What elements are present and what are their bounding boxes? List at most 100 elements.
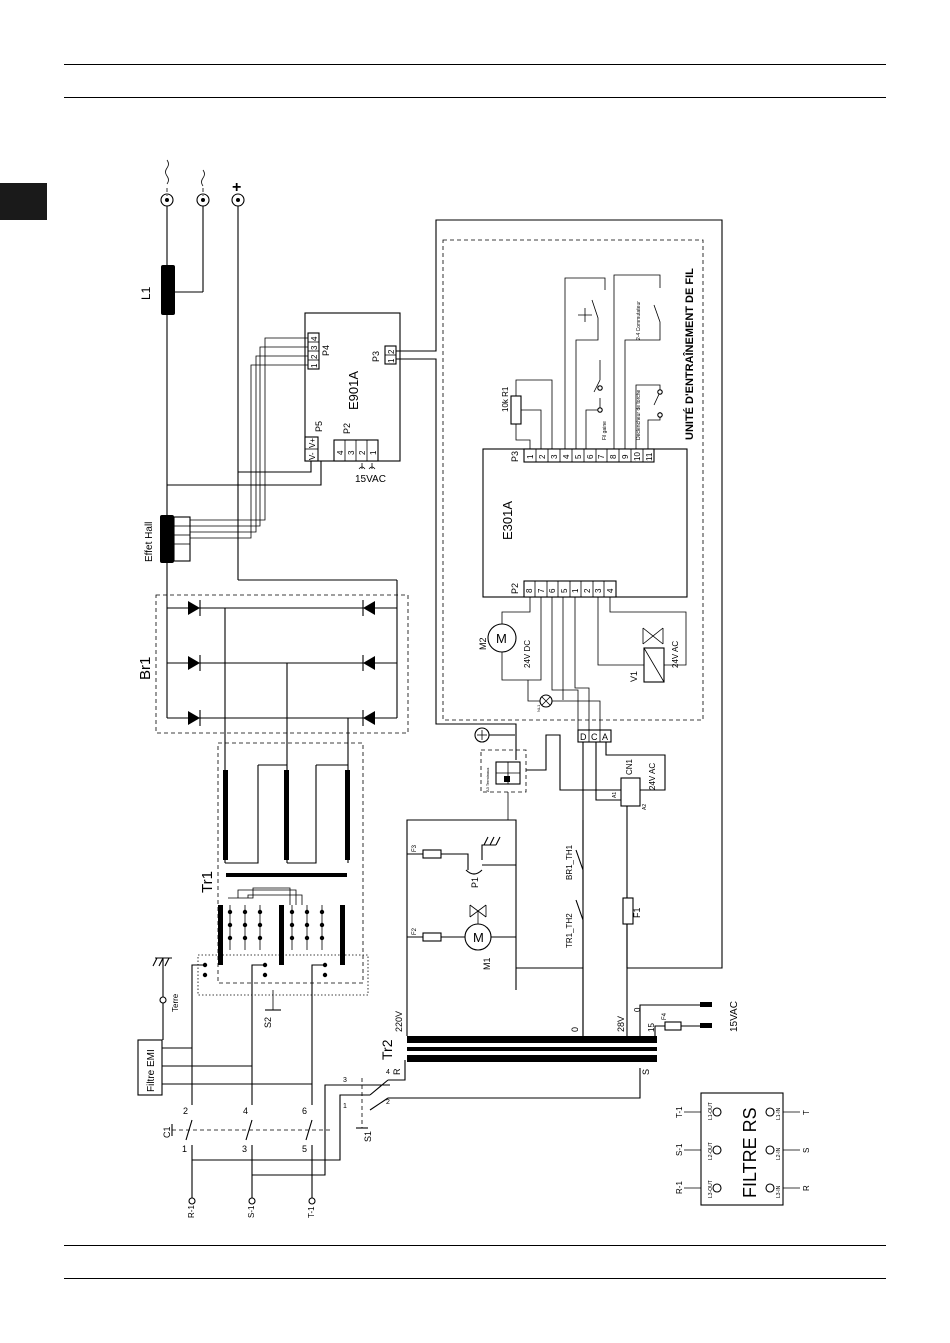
Tr2-label: Tr2: [379, 1039, 395, 1060]
s1-num-2: 2: [386, 1099, 390, 1106]
v220-label: 220V: [394, 1011, 404, 1032]
P2-e901-label: P2: [342, 423, 352, 434]
sw-num-2: 2: [183, 1106, 188, 1116]
R1-label: 10k R1: [501, 386, 510, 412]
switch-S1: S1 3 4 1 2: [343, 1060, 641, 1142]
rs-right-S: S: [802, 1148, 811, 1153]
top-rule-1: [64, 64, 886, 65]
tr2-R: R: [392, 1068, 402, 1075]
sw-num-5: 5: [302, 1144, 307, 1154]
p2e-pin-2: 2: [358, 450, 367, 455]
p2e-pin-4: 4: [336, 450, 345, 455]
rs-right-T: T: [802, 1110, 811, 1115]
sw-num-3: 3: [242, 1144, 247, 1154]
rs-L1-in: L1-IN: [776, 1107, 782, 1120]
P2-e301-label: P2: [510, 583, 520, 594]
p3-pin-5: 5: [574, 454, 583, 459]
connector-DCA: D C A CN1 24V AC A1 A2: [577, 729, 666, 810]
V1-v-label: 24V AC: [671, 641, 680, 668]
p2-pin-4: 4: [606, 588, 615, 593]
s1-num-3: 3: [343, 1077, 347, 1084]
Tr1-label: Tr1: [199, 871, 216, 893]
A1-label: A1: [612, 792, 618, 798]
M1-label: M1: [482, 957, 492, 970]
main-phases: C1 2 4 6 1 3 5 R-1 S-1 T-1: [162, 964, 390, 1218]
p3-pin-7: 7: [597, 454, 606, 459]
CN1-label: CN1: [625, 758, 634, 775]
p3e-pin-2: 2: [387, 349, 396, 354]
P3-e901-label: P3: [371, 351, 381, 362]
M1-symbol: M: [473, 930, 484, 945]
v0b-label: 0: [633, 1007, 642, 1012]
p3-pin-1: 1: [526, 454, 535, 459]
p3-pin-10: 10: [633, 452, 642, 461]
P1-label: P1: [470, 877, 480, 888]
F1-label: F1: [632, 907, 642, 918]
S1-label: S1: [363, 1131, 373, 1142]
M2-v-label: 24V DC: [523, 640, 532, 668]
rs-left-T1: T-1: [675, 1106, 684, 1118]
p4-pin-4: 4: [310, 336, 319, 341]
P4-label: P4: [321, 345, 331, 356]
A2-label: A2: [642, 804, 648, 810]
hall-wires: [167, 219, 723, 969]
ac15-label: 15VAC: [355, 474, 386, 485]
transformer-Tr1: Tr1 S2: [197, 742, 369, 1028]
p4-pin-2: 2: [310, 354, 319, 359]
p2e-pin-3: 3: [347, 450, 356, 455]
M2-label: M2: [478, 637, 488, 650]
filter-RS: FILTRE RS L1-OUT L2-OUT L3-OUT L1-IN L2-…: [675, 1092, 811, 1206]
filter-EMI: Filtre EMI: [137, 1039, 312, 1096]
p3e-pin-1: 1: [387, 358, 396, 363]
p2-pin-7: 7: [537, 588, 546, 593]
BR1-TH1-label: BR1_TH1: [565, 844, 574, 880]
bridge-Br1: Br1: [137, 579, 409, 750]
P3-e301-label: P3: [510, 451, 520, 462]
junction-note: A3 Terminaux: [485, 768, 490, 792]
thermostats: BR1_TH1 TR1_TH2 F1: [565, 742, 642, 1036]
p2-pin-8: 8: [525, 588, 534, 593]
p3-pin-11: 11: [645, 452, 654, 461]
F2-label: F2: [412, 927, 418, 935]
commutateur-label: 2-4 Commutateur: [636, 301, 642, 340]
rs-L3-out: L3-OUT: [708, 1180, 714, 1198]
rs-left-R1: R-1: [675, 1181, 684, 1194]
fan-and-pump: F3 F2 M M1 P1: [407, 836, 583, 970]
ac15b-label: 15VAC: [729, 1001, 740, 1032]
dca-D: D: [580, 732, 587, 742]
Br1-label: Br1: [137, 657, 154, 680]
sw-num-4: 4: [243, 1106, 248, 1116]
inductor-L1: L1: [139, 206, 239, 580]
p2-pin-1: 1: [571, 588, 580, 593]
bottom-rule-1: [64, 1245, 886, 1246]
wire-feed-unit: UNITÉ D'ENTRAÎNEMENT DE FIL E301A 1 2 3 …: [442, 239, 704, 730]
TR1-TH2-label: TR1_TH2: [565, 913, 574, 948]
chapter-tab: [0, 183, 47, 220]
s1-num-4: 4: [386, 1069, 390, 1076]
F4-label: F4: [662, 1012, 668, 1020]
earth-terre: Terre: [152, 957, 180, 1040]
sw-num-6: 6: [302, 1106, 307, 1116]
rs-left-S1: S-1: [675, 1143, 684, 1156]
tr2-S: S: [641, 1069, 651, 1075]
p4-pin-1: 1: [310, 363, 319, 368]
p2-pin-6: 6: [548, 588, 557, 593]
dca-A: A: [602, 732, 608, 742]
hall-sensor: Effet Hall: [144, 515, 191, 608]
p3-pin-2: 2: [538, 454, 547, 459]
hall-label: Effet Hall: [144, 522, 155, 562]
phase-R1: R-1: [187, 1205, 196, 1218]
S2-label: S2: [263, 1017, 273, 1028]
rs-L1-out: L1-OUT: [708, 1102, 714, 1120]
p2-e301-pin-labels: 8 7 6 5 1 2 3 4: [525, 588, 615, 593]
NL-label: NL1: [536, 704, 541, 712]
unite-label: UNITÉ D'ENTRAÎNEMENT DE FIL: [683, 268, 696, 440]
p2-pin-2: 2: [583, 588, 592, 593]
phase-S1: S-1: [247, 1205, 256, 1218]
rs-right-R: R: [802, 1185, 811, 1191]
junction-block: A3 Terminaux: [474, 727, 583, 820]
p3-pin-9: 9: [621, 454, 630, 459]
vminus-label: V-: [308, 452, 317, 460]
board-E901A: E901A 4 3 2 1 P4 2 1 P3 V+ V- P5 4 3 2 1…: [304, 312, 401, 485]
